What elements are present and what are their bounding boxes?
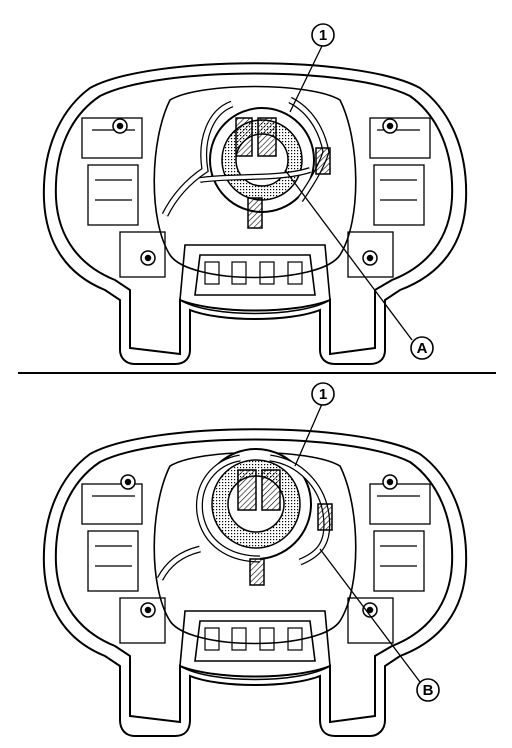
lower-connectors — [204, 627, 303, 651]
panel-top: 1 A — [0, 0, 512, 372]
lower-connectors — [204, 261, 303, 285]
callout-label-1: 1 — [319, 27, 327, 44]
callout-A: A — [284, 169, 434, 360]
callout-label-1: 1 — [319, 386, 327, 403]
left-bracket — [81, 117, 166, 278]
inner-cavity — [153, 85, 357, 315]
right-bracket — [347, 117, 431, 278]
inner-cavity — [153, 451, 357, 681]
callout-label-A: A — [417, 340, 428, 357]
right-bracket — [347, 483, 431, 644]
callout-B: B — [319, 548, 440, 702]
panel-bottom: 1 B — [0, 374, 512, 746]
spiral-cable — [200, 448, 312, 560]
pad-outline — [42, 428, 468, 737]
airbag-module-back-view-top: 1 A — [42, 23, 468, 365]
callout-1-top: 1 — [289, 23, 335, 113]
bolts — [112, 118, 398, 266]
airbag-module-back-view-bottom: 1 B — [42, 382, 468, 737]
wire-harness — [156, 454, 333, 586]
callout-label-B: B — [423, 682, 434, 699]
left-bracket — [81, 483, 166, 644]
pad-outline — [42, 62, 468, 365]
callout-1-bottom: 1 — [294, 382, 335, 467]
panel-divider — [18, 372, 496, 374]
wire-harness — [161, 96, 331, 229]
bolts — [120, 474, 398, 618]
